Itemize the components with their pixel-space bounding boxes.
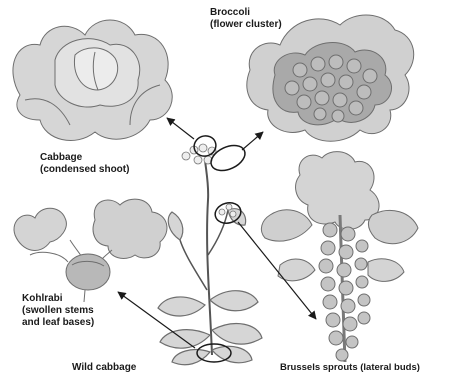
brussels-sprouts-label: Brussels sprouts (lateral buds) <box>280 362 420 374</box>
cabbage-label: Cabbage (condensed shoot) <box>40 152 129 176</box>
kohlrabi-label: Kohlrabi (swollen stems and leaf bases) <box>22 293 94 329</box>
broccoli-illustration <box>247 15 414 141</box>
brussels-sprouts-illustration <box>261 152 418 362</box>
broccoli-label: Broccoli (flower cluster) <box>210 7 282 31</box>
wild-cabbage-illustration <box>158 144 262 365</box>
arrow-to-broccoli <box>242 132 263 150</box>
oval-flower-cluster <box>207 140 249 175</box>
arrow-to-cabbage <box>167 118 194 139</box>
kohlrabi-illustration <box>14 199 167 302</box>
cabbage-illustration <box>13 20 172 141</box>
wild-cabbage-label: Wild cabbage <box>72 362 136 374</box>
